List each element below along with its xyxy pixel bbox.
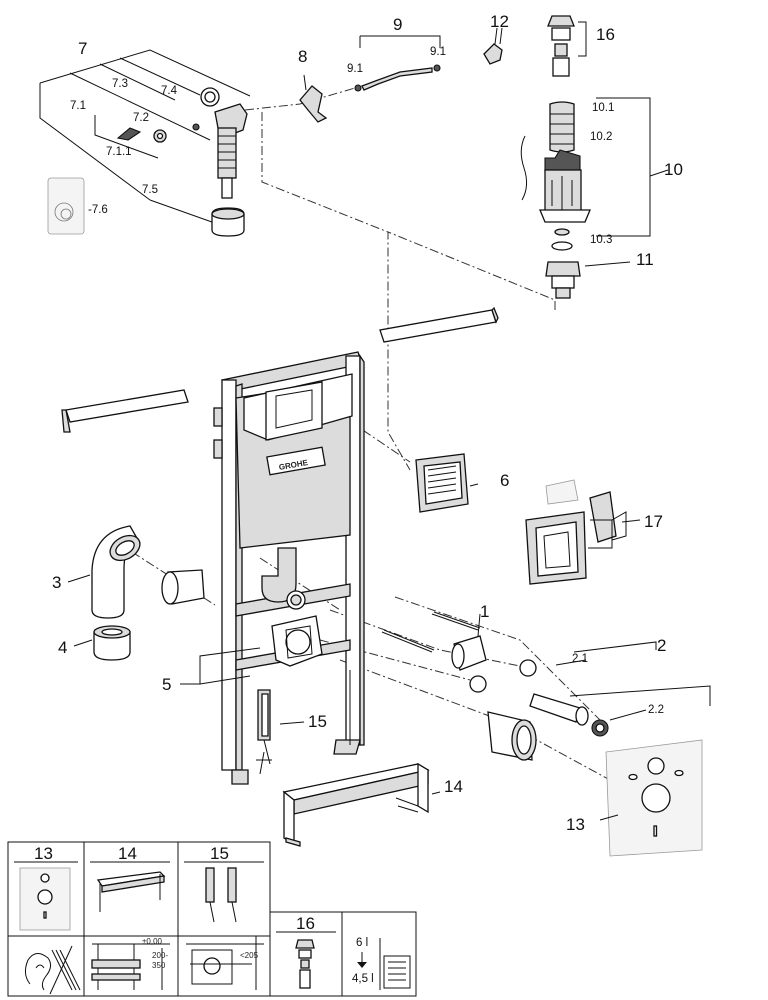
brand-label: GROHE (266, 446, 326, 476)
legend-header-13: 13 (34, 844, 53, 863)
callout-14: 14 (444, 777, 463, 796)
callout-7-1: 7.1 (70, 100, 86, 112)
callout-13: 13 (566, 815, 585, 834)
callout-2-1: 2.1 (572, 653, 588, 665)
callout-10-3: 10.3 (590, 234, 612, 246)
legend-15-brackets-icon (205, 867, 237, 923)
callout-10-1: 10.1 (592, 102, 614, 114)
part-17-button-frame (525, 479, 627, 585)
part-8-angle-valve (299, 74, 328, 123)
legend-header-15: 15 (210, 844, 229, 863)
flush-volume-reduced: 4,5 l (352, 973, 374, 985)
legend-14-dimension-drawing: ±0,00 200- 350 (91, 937, 170, 990)
callout-9-1b: 9.1 (430, 46, 446, 58)
assembly-lines (131, 87, 611, 781)
legend-16-adapter-icon (295, 939, 315, 989)
callout-9: 9 (393, 15, 402, 34)
part-14-floor-stand (282, 762, 430, 847)
legend-14-stand-icon (96, 871, 166, 912)
legend-table: 13 14 15 ±0,00 2 (7, 841, 271, 997)
part-3-pan-connector (91, 525, 141, 619)
legend-16-flush-volume: 6 l 4,5 l (352, 937, 411, 990)
legend-dim-200: 200- (152, 951, 168, 960)
legend-dim-zero: ±0,00 (142, 937, 163, 946)
part-4-seal (93, 625, 131, 661)
callout-17: 17 (644, 512, 663, 531)
callout-11: 11 (636, 250, 654, 269)
callout-7-1-1: 7.1.1 (106, 146, 132, 158)
part-11-outlet (545, 261, 631, 299)
part-12-valve-connector (483, 27, 503, 65)
flush-volume-full: 6 l (356, 937, 368, 949)
callout-7-2: 7.2 (133, 112, 149, 124)
callout-2-2: 2.2 (648, 704, 664, 716)
part-10-flush-valve (520, 97, 669, 251)
part-7-fill-valve-assembly (39, 49, 251, 237)
callout-7-4: 7.4 (161, 85, 178, 97)
part-1-fixing-bolts (381, 611, 487, 671)
callout-10: 10 (664, 160, 683, 179)
callout-16: 16 (596, 25, 615, 44)
leader-lines (67, 27, 647, 821)
legend-header-14: 14 (118, 844, 137, 863)
pipe-sleeve (161, 569, 205, 605)
legend-13-pad-icon (19, 867, 71, 931)
legend-dim-205: <205 (240, 951, 259, 960)
part-16-adapter (547, 15, 587, 77)
part-9-flex-hose (354, 35, 441, 92)
legend-15-dimension-drawing: <205 (186, 936, 264, 990)
legend-header-16: 16 (296, 914, 315, 933)
callout-15: 15 (308, 712, 327, 731)
callout-7-5: 7.5 (142, 184, 158, 196)
callout-7-6: -7.6 (88, 204, 108, 216)
callout-7: 7 (78, 39, 87, 58)
legend-table-16: 16 6 l 4,5 l (269, 911, 417, 997)
callout-2: 2 (657, 636, 666, 655)
callout-8: 8 (298, 47, 307, 66)
wall-rail-left (61, 389, 189, 433)
callout-10-2: 10.2 (590, 131, 612, 143)
callout-5: 5 (162, 675, 171, 694)
callout-12: 12 (490, 12, 509, 31)
callout-4: 4 (58, 638, 67, 657)
part-13-sound-insulation (605, 739, 703, 857)
installation-frame: GROHE (213, 351, 365, 785)
legend-dim-350: 350 (152, 961, 166, 970)
part-2-waste-pipe-set (469, 641, 711, 761)
callout-1: 1 (480, 602, 489, 621)
callout-3: 3 (52, 573, 61, 592)
part-6-cover (415, 453, 469, 513)
legend-13-ear-icon (24, 945, 81, 995)
part-15-wall-brackets (256, 689, 272, 775)
callout-6: 6 (500, 471, 509, 490)
wall-rail-top (379, 306, 499, 343)
callout-labels: 7 7.3 7.4 7.1 7.2 7.1.1 7.5 -7.6 8 9 9.1… (52, 12, 683, 834)
callout-9-1a: 9.1 (347, 63, 363, 75)
callout-7-3: 7.3 (112, 78, 128, 90)
